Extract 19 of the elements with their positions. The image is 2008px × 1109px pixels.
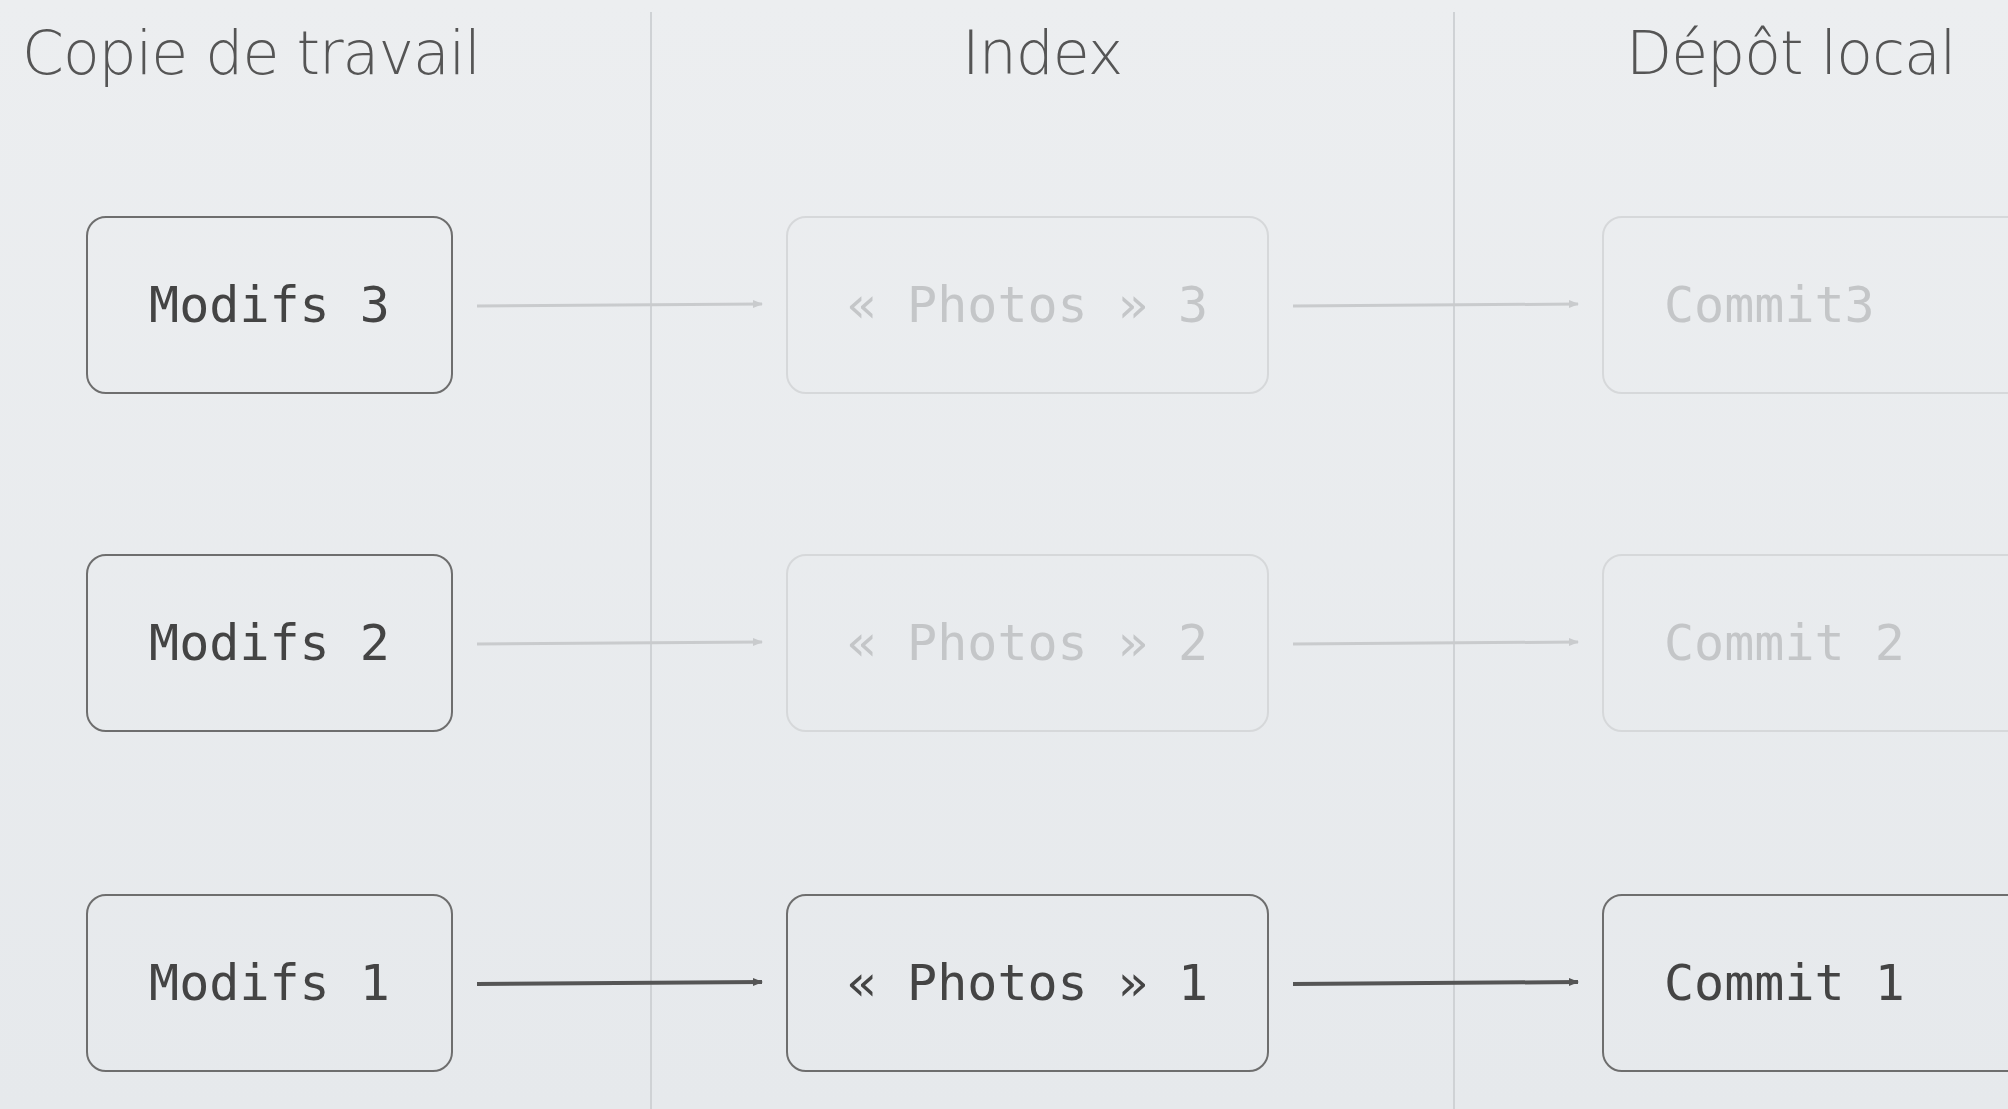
box-label: « Photos » 1 bbox=[846, 954, 1209, 1012]
process-box bbox=[86, 554, 453, 732]
arrow bbox=[477, 638, 763, 647]
box-label: Modifs 3 bbox=[149, 276, 390, 334]
box-label: Commit 1 bbox=[1664, 954, 1905, 1012]
column-heading: Copie de travail bbox=[22, 18, 480, 88]
arrow bbox=[1293, 300, 1579, 309]
arrow bbox=[477, 300, 763, 309]
arrow bbox=[477, 978, 763, 987]
process-box bbox=[86, 894, 453, 1072]
column-heading: Dépôt local bbox=[1626, 18, 1956, 88]
process-box bbox=[1602, 894, 2008, 1072]
process-box bbox=[786, 894, 1269, 1072]
arrow bbox=[1293, 978, 1579, 987]
box-label: Modifs 1 bbox=[149, 954, 390, 1012]
column-heading: Index bbox=[962, 18, 1123, 88]
arrow bbox=[1293, 638, 1579, 647]
box-label: Modifs 2 bbox=[149, 614, 390, 672]
process-box bbox=[86, 216, 453, 394]
